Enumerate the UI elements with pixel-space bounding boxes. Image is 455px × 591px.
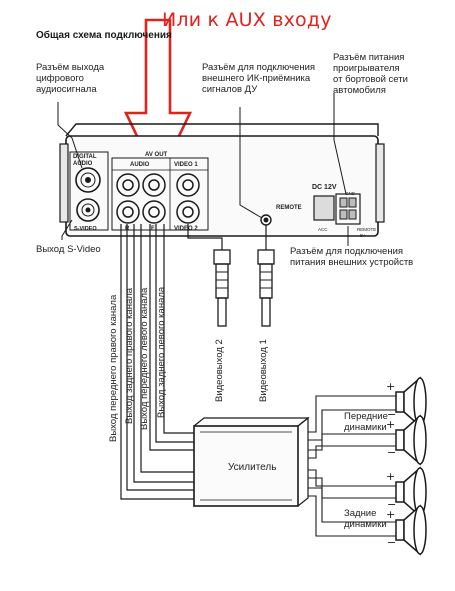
remote-pin-label: REMOTE (357, 227, 377, 232)
speaker-wires (308, 395, 396, 537)
svg-text:+: + (386, 418, 395, 431)
front-panel-label: F (151, 226, 155, 232)
svg-text:−: − (387, 408, 396, 421)
video2-panel-label: VIDEO 2 (174, 226, 198, 232)
svg-text:+: + (386, 508, 395, 521)
svg-text:−: − (387, 536, 396, 549)
video-output-2-label: Видеовыход 2 (214, 339, 225, 402)
player-back-panel (59, 123, 385, 237)
rear-left-output-label: Выход заднего левого канала (156, 286, 167, 418)
polarity-marks: +− +− +− +− (386, 380, 396, 549)
s-video-jack (76, 198, 100, 222)
rear-right-output-label: Выход заднего правого канала (124, 287, 135, 424)
s-video-output-label: Выход S-Video (36, 244, 101, 255)
video-output-1-label: Видеовыход 1 (258, 339, 269, 402)
video-cables (187, 224, 275, 327)
diagram-title: Общая схема подключения (36, 30, 172, 41)
power-pin-label: B+ (360, 233, 366, 238)
remote-panel-label: REMOTE (276, 205, 302, 211)
svg-text:+: + (386, 380, 395, 393)
amplifier (193, 416, 310, 507)
front-right-output-label: Выход переднего правого канала (108, 294, 119, 442)
acc-pin-label: ACC (318, 227, 328, 232)
digital-audio-jack (75, 167, 101, 193)
aux-input-note: Или к AUX входу (162, 9, 332, 31)
pointer-lines (57, 93, 349, 246)
gnd-pin-label: GND (345, 191, 355, 196)
audio-wires (120, 224, 194, 500)
amplifier-label: Усилитель (228, 462, 277, 473)
dc-12v-label: DC 12V (312, 184, 337, 191)
front-left-output-label: Выход переднего левого канала (139, 287, 150, 430)
svg-text:−: − (387, 446, 396, 459)
svg-text:+: + (386, 470, 395, 483)
rear-panel-label: R (125, 226, 130, 232)
audio-panel-label: AUDIO (130, 162, 150, 168)
speakers (395, 376, 427, 556)
av-out-panel-label: AV OUT (145, 152, 168, 158)
svg-text:−: − (387, 498, 396, 511)
s-video-panel-label: S-VIDEO (74, 226, 97, 232)
video1-panel-label: VIDEO 1 (174, 162, 198, 168)
rca-jacks (116, 173, 200, 224)
